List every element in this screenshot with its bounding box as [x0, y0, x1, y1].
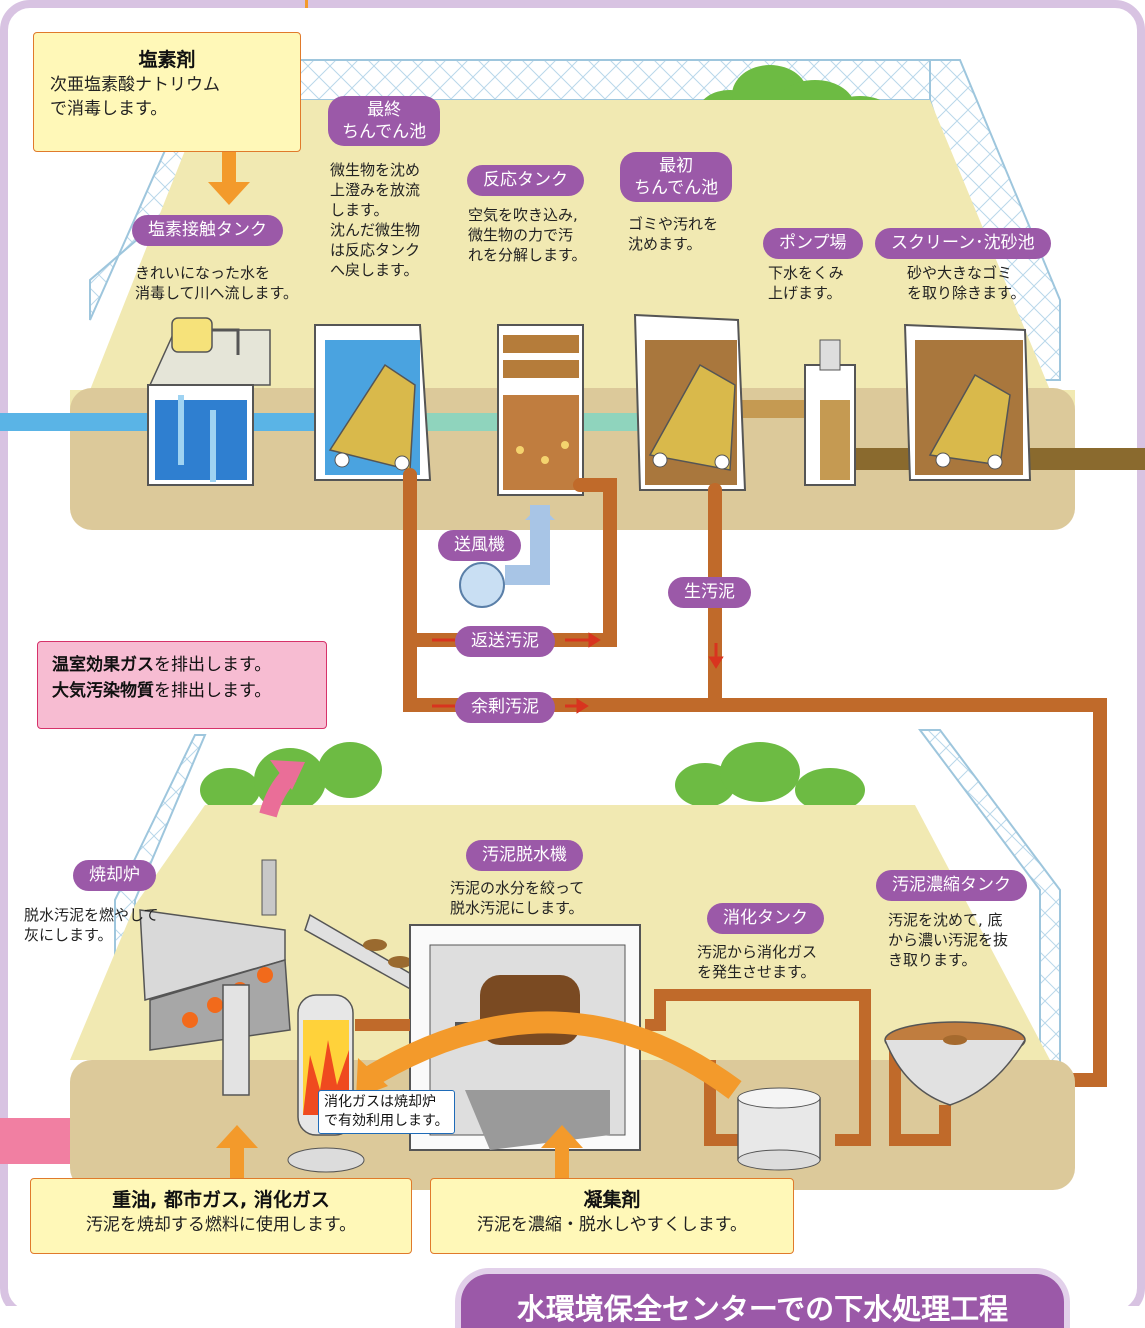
- desc-first-settling-tank: ゴミや汚れを沈めます。: [628, 215, 719, 253]
- screen-grit-chamber: [903, 323, 1032, 481]
- chlorine-contact-tank: [147, 317, 271, 486]
- desc-final-settling-tank: 微生物を沈め上澄みを放流 します。沈んだ微生物 は反応タンクへ戻します。: [330, 161, 421, 279]
- coagulant-title: 凝集剤: [583, 1189, 641, 1211]
- coagulant-box: 凝集剤 汚泥を濃縮・脱水しやすくします。: [430, 1178, 794, 1254]
- label-chlorine-contact-tank: 塩素接触タンク: [132, 215, 283, 246]
- label-return-sludge: 返送汚泥: [455, 626, 555, 657]
- label-thickening-tank: 汚泥濃縮タンク: [876, 870, 1027, 901]
- desc-screen-grit-chamber: 砂や大きなゴミを取り除きます。: [907, 264, 1026, 302]
- chlorine-line2: で消毒します。: [50, 99, 168, 119]
- digestion-tank: [737, 1087, 821, 1171]
- first-settling-tank: [633, 313, 747, 491]
- fuel-box: 重油, 都市ガス, 消化ガス 汚泥を焼却する燃料に使用します。: [30, 1178, 412, 1254]
- desc-digestion-tank: 汚泥から消化ガスを発生させます。: [697, 943, 818, 981]
- label-digestion-tank: 消化タンク: [707, 903, 824, 934]
- chlorine-arrow: [208, 152, 250, 205]
- bottom-bushes: [200, 742, 865, 812]
- label-excess-sludge: 余剰汚泥: [455, 692, 555, 723]
- label-incinerator: 焼却炉: [73, 860, 156, 891]
- gas-reuse-note: 消化ガスは焼却炉で有効利用します。: [318, 1090, 455, 1134]
- chlorine-line1: 次亜塩素酸ナトリウム: [50, 75, 220, 95]
- reaction-tank: [497, 324, 584, 496]
- desc-pump-station: 下水をくみ上げます。: [768, 264, 844, 302]
- fuel-desc: 汚泥を焼却する燃料に使用します。: [85, 1215, 357, 1235]
- blower: [459, 505, 555, 608]
- incinerator: [139, 859, 291, 1096]
- desc-thickening-tank: 汚泥を沈めて, 底から濃い汚泥を抜き取ります。: [888, 911, 1009, 969]
- label-final-settling-tank: 最終ちんでん池: [328, 96, 441, 146]
- final-settling-tank: [314, 324, 432, 481]
- label-first-settling-tank: 最初ちんでん池: [620, 152, 733, 202]
- thickening-tank: [884, 1021, 1026, 1106]
- chlorine-agent-box: 塩素剤 次亜塩素酸ナトリウム で消毒します。: [33, 32, 301, 152]
- label-raw-sludge: 生汚泥: [668, 577, 751, 608]
- gas-arrow: [356, 1011, 742, 1099]
- desc-incinerator: 脱水汚泥を燃やして灰にします。: [24, 906, 159, 944]
- pump-station: [804, 339, 856, 486]
- label-reaction-tank: 反応タンク: [467, 165, 584, 196]
- side-tab: [0, 1118, 70, 1164]
- coagulant-desc: 汚泥を濃縮・脱水しやすくします。: [476, 1215, 748, 1235]
- label-blower: 送風機: [438, 530, 521, 561]
- label-pump-station: ポンプ場: [763, 228, 863, 259]
- desc-reaction-tank: 空気を吹き込み,微生物の力で汚れを分解します。: [468, 206, 587, 264]
- label-dewatering-machine: 汚泥脱水機: [466, 840, 583, 871]
- page-title: 水環境保全センターでの下水処理工程: [455, 1268, 1070, 1328]
- emission-box: 温室効果ガスを排出します。 大気汚染物質を排出します。: [37, 641, 327, 729]
- emission-arrow: [259, 760, 305, 818]
- label-screen-grit-chamber: スクリーン･沈砂池: [875, 228, 1051, 259]
- bottom-pipes: [355, 989, 951, 1146]
- desc-dewatering-machine: 汚泥の水分を絞って脱水汚泥にします。: [450, 879, 585, 917]
- desc-chlorine-contact-tank: きれいになった水を消毒して川へ流します。: [135, 264, 299, 302]
- fuel-title: 重油, 都市ガス, 消化ガス: [112, 1189, 330, 1211]
- chlorine-title: 塩素剤: [138, 49, 196, 71]
